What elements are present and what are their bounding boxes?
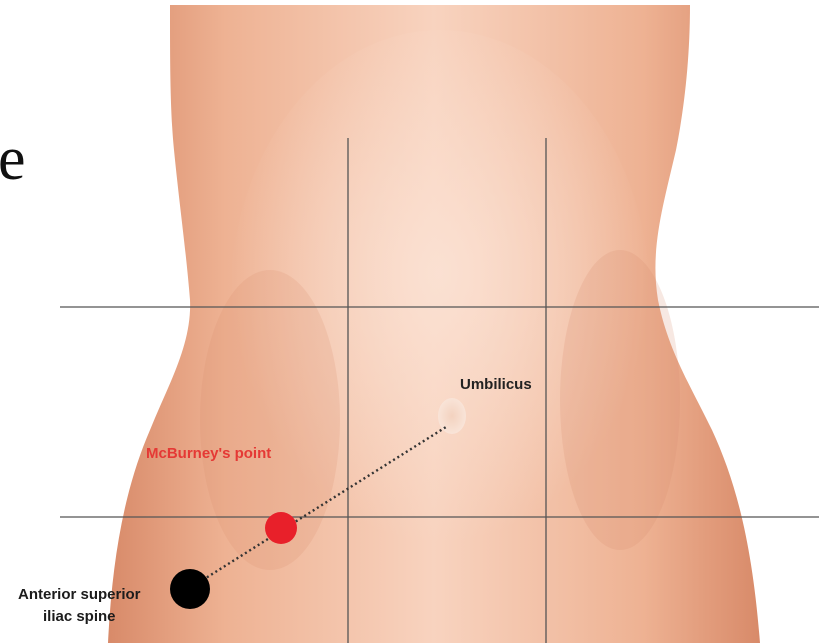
asis-marker <box>170 569 210 609</box>
right-muscle-shadow <box>560 250 680 550</box>
umbilicus-label: Umbilicus <box>460 376 532 395</box>
mcburney-point-marker <box>265 512 297 544</box>
umbilicus-marker <box>438 398 466 434</box>
mcburney-point-label: McBurney's point <box>146 445 271 464</box>
asis-label-line2: iliac spine <box>18 606 141 628</box>
asis-label-line1: Anterior superior <box>18 584 141 606</box>
asis-label: Anterior superior iliac spine <box>18 584 141 628</box>
slide-text-fragment: e <box>0 128 26 190</box>
